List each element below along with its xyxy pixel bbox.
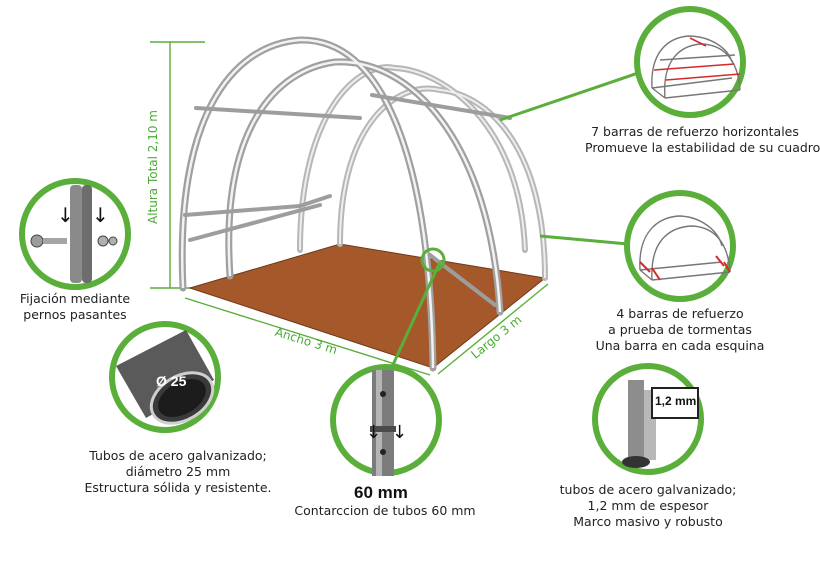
svg-text:↓: ↓ <box>92 203 109 227</box>
horizontal-bars-circle <box>634 6 746 118</box>
width-dimension <box>184 297 431 376</box>
joint-caption: Contarccion de tubos 60 mm <box>294 503 476 518</box>
joint-detail-circle: ↓ ↓ <box>330 364 442 476</box>
length-dimension <box>437 283 549 375</box>
joint-highlight <box>420 247 446 273</box>
svg-text:↓: ↓ <box>366 422 381 443</box>
diameter-badge: Ø 25 <box>156 373 187 389</box>
horizontal-bars <box>183 93 512 307</box>
thickness-circle <box>592 363 704 475</box>
svg-text:↓: ↓ <box>392 422 407 443</box>
horizontal-bars-caption: 7 barras de refuerzo horizontales Promue… <box>585 124 820 155</box>
thickness-caption: tubos de acero galvanizado; 1,2 mm de es… <box>559 482 737 529</box>
joint-size: 60 mm <box>354 483 408 502</box>
bolts-caption: Fijación mediante pernos pasantes <box>19 291 131 322</box>
storm-bars-caption: 4 barras de refuerzo a prueba de torment… <box>595 306 765 353</box>
svg-text:↓: ↓ <box>57 203 74 227</box>
tube-diameter-circle <box>109 321 221 433</box>
thickness-badge: 1,2 mm <box>655 394 697 408</box>
bolt-detail-circle: ↓ ↓ <box>19 178 131 290</box>
storm-bars-circle <box>624 190 736 302</box>
height-label: Altura Total 2,10 m <box>146 109 161 225</box>
tubes-caption: Tubos de acero galvanizado; diámetro 25 … <box>84 448 272 495</box>
callout-lines <box>384 68 648 381</box>
